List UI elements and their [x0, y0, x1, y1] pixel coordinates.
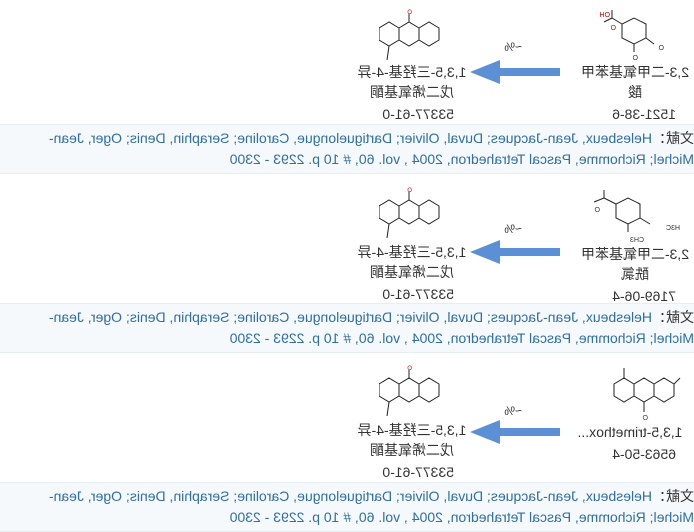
reference-line2[interactable]: Michel; Richomme, Pascal Tetrahedron, 20… [229, 509, 694, 525]
reference-line1[interactable]: Helesbeux, Jean-Jacques; Duval, Olivier;… [48, 130, 652, 146]
reactant-name-line2: 酰氯 [621, 266, 649, 282]
reactant-cas[interactable]: 6563-50-4 [612, 446, 676, 462]
reference-label: 文献： [652, 309, 694, 325]
reference-block: 文献：Helesbeux, Jean-Jacques; Duval, Olivi… [0, 482, 694, 532]
product-cas[interactable]: 53377-61-0 [382, 464, 454, 480]
product-structure-image[interactable]: O [379, 8, 449, 64]
svg-text:O: O [632, 55, 638, 60]
product-cas[interactable]: 53377-61-0 [382, 286, 454, 302]
svg-text:O: O [642, 415, 648, 422]
reactant-cas[interactable]: 1521-38-6 [612, 106, 676, 122]
product-name-line1: 1,3,5-三羟基-4-异 [357, 64, 467, 80]
reactant-structure-image[interactable]: O H3C CH3 [584, 188, 684, 244]
svg-text:O: O [594, 207, 600, 214]
reference-label: 文献： [652, 130, 694, 146]
reaction-item: O 1,3,5-trimethox... 6563-50-4 ~% O 1,3,… [0, 356, 694, 480]
svg-text:O: O [610, 25, 616, 32]
product-name-line2: 戊二烯氧基酮 [370, 264, 454, 280]
reactant-name[interactable]: 2,3-二甲氧基苯甲 酸 [576, 62, 694, 102]
product-name[interactable]: 1,3,5-三羟基-4-异 戊二烯氧基酮 [342, 242, 482, 282]
svg-text:O: O [407, 10, 412, 16]
reactant-name-line1: 1,3,5-trimethox... [577, 424, 683, 440]
yield-label: ~% [504, 40, 522, 54]
reactant-structure-image[interactable]: O [584, 364, 684, 422]
reactant-structure-image[interactable]: OH O O O [596, 10, 676, 60]
reactant-name-line1: 2,3-二甲氧基苯甲 [580, 64, 690, 80]
svg-text:H3C: H3C [666, 225, 680, 232]
yield-label: ~% [504, 222, 522, 236]
reaction-arrow [470, 420, 560, 444]
reaction-arrow [470, 60, 560, 84]
svg-text:CH3: CH3 [630, 237, 644, 244]
yield-label: ~% [504, 404, 522, 418]
product-name-line2: 戊二烯氧基酮 [370, 84, 454, 100]
product-structure-image[interactable]: O [379, 186, 449, 242]
reference-block: 文献：Helesbeux, Jean-Jacques; Duval, Olivi… [0, 303, 694, 353]
reference-line2[interactable]: Michel; Richomme, Pascal Tetrahedron, 20… [229, 151, 694, 167]
product-name-line1: 1,3,5-三羟基-4-异 [357, 422, 467, 438]
reference-line1[interactable]: Helesbeux, Jean-Jacques; Duval, Olivier;… [48, 309, 652, 325]
product-name-line1: 1,3,5-三羟基-4-异 [357, 244, 467, 260]
reference-line1[interactable]: Helesbeux, Jean-Jacques; Duval, Olivier;… [48, 488, 652, 504]
reactant-name[interactable]: 1,3,5-trimethox... [566, 422, 694, 442]
svg-text:O: O [658, 45, 664, 52]
reference-block: 文献：Helesbeux, Jean-Jacques; Duval, Olivi… [0, 124, 694, 174]
svg-text:OH: OH [600, 12, 611, 19]
reaction-arrow [470, 240, 560, 264]
reference-label: 文献： [652, 488, 694, 504]
reactant-name[interactable]: 2,3-二甲氧基苯甲 酰氯 [576, 244, 694, 284]
product-cas[interactable]: 53377-61-0 [382, 106, 454, 122]
svg-text:O: O [407, 188, 412, 194]
svg-text:O: O [407, 366, 412, 372]
reactant-name-line1: 2,3-二甲氧基苯甲 [580, 246, 690, 262]
product-name[interactable]: 1,3,5-三羟基-4-异 戊二烯氧基酮 [342, 420, 482, 460]
reference-line2[interactable]: Michel; Richomme, Pascal Tetrahedron, 20… [229, 330, 694, 346]
reactant-name-line2: 酸 [628, 84, 642, 100]
reaction-item: OH O O O 2,3-二甲氧基苯甲 酸 1521-38-6 ~% O [0, 0, 694, 122]
product-name[interactable]: 1,3,5-三羟基-4-异 戊二烯氧基酮 [342, 62, 482, 102]
reaction-item: O H3C CH3 2,3-二甲氧基苯甲 酰氯 7169-06-4 ~% O 1… [0, 176, 694, 304]
product-structure-image[interactable]: O [379, 364, 449, 420]
product-name-line2: 戊二烯氧基酮 [370, 442, 454, 458]
